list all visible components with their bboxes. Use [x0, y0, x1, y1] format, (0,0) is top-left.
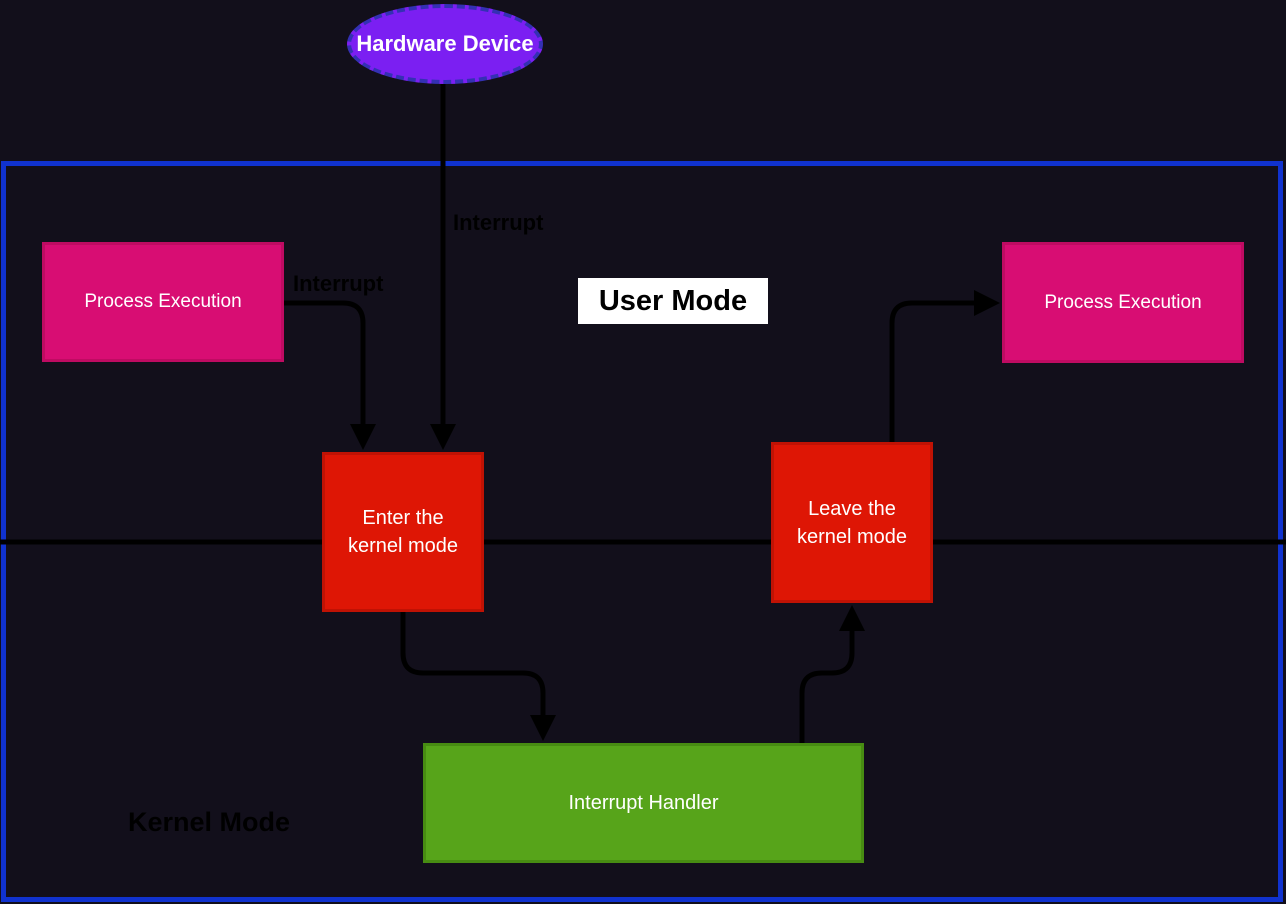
mode-boundary-rect: [1, 161, 1283, 902]
node-leave-kernel-mode: Leave the kernel mode: [771, 442, 933, 603]
user-mode-label: User Mode: [598, 284, 748, 317]
edge-process-left-to-enter: [284, 300, 376, 450]
edge-hardware-to-enter: [430, 84, 456, 450]
edge-leave-to-process-right: [889, 290, 1000, 442]
node-interrupt-handler-label: Interrupt Handler: [568, 791, 719, 814]
interrupt-label-process-edge: Interrupt: [293, 271, 384, 296]
edge-enter-to-handler: [400, 612, 556, 741]
edge-handler-to-leave: [799, 605, 865, 743]
node-hardware-device: Hardware Device: [347, 4, 543, 84]
node-leave-kernel-mode-label: Leave the kernel mode: [796, 497, 908, 548]
node-enter-kernel-mode-label: Enter the kernel mode: [347, 507, 459, 557]
interrupt-label-hardware-edge: Interrupt: [453, 210, 544, 235]
node-interrupt-handler: Interrupt Handler: [423, 743, 864, 863]
kernel-mode-label: Kernel Mode: [128, 807, 291, 837]
node-process-execution-left-label: Process Execution: [84, 291, 242, 312]
node-process-execution-right: Process Execution: [1002, 242, 1244, 363]
node-process-execution-left: Process Execution: [42, 242, 284, 362]
node-enter-kernel-mode: Enter the kernel mode: [322, 452, 484, 612]
user-mode-label-box: User Mode: [578, 278, 768, 324]
node-hardware-device-label: Hardware Device: [356, 31, 534, 56]
node-process-execution-right-label: Process Execution: [1044, 291, 1202, 313]
